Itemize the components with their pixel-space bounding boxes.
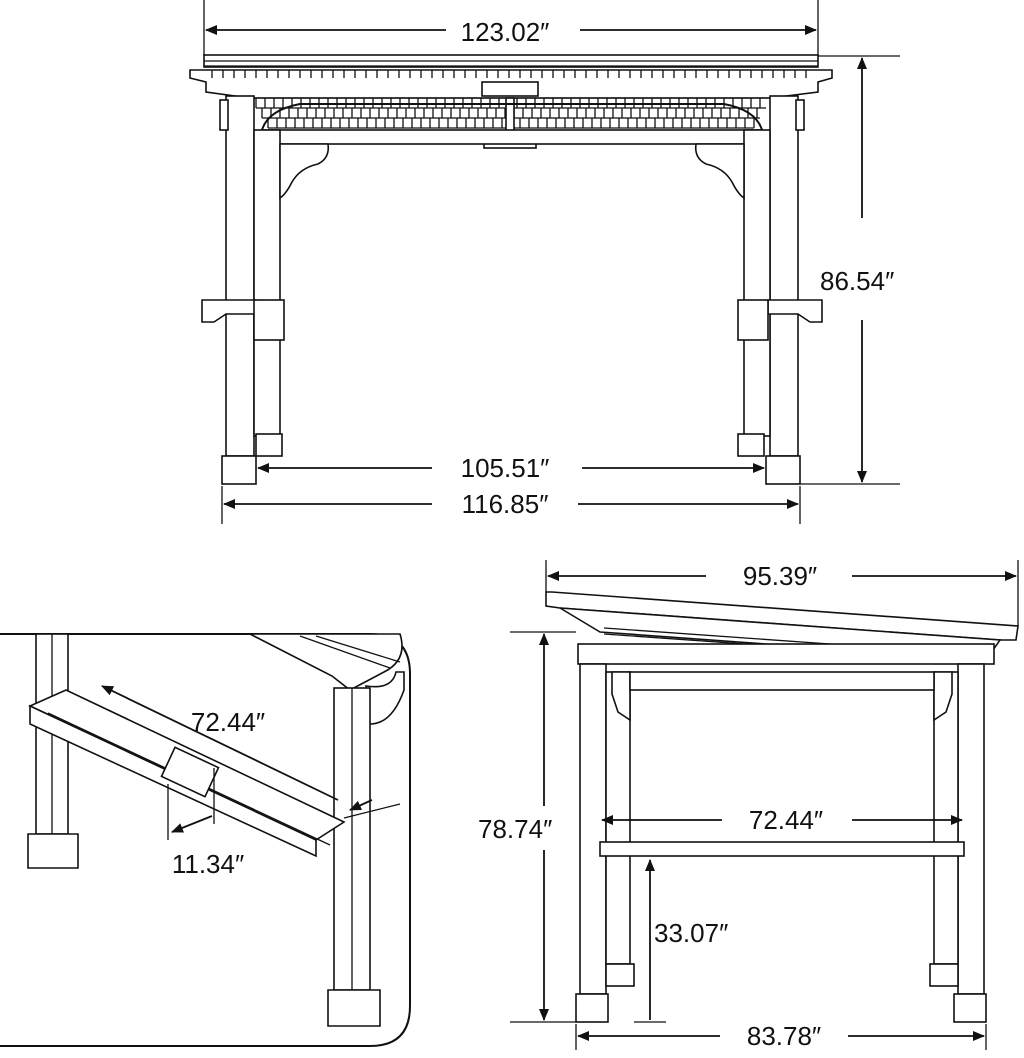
side-shelf-length-label: 72.44″ <box>749 805 823 835</box>
side-base-depth-label: 83.78″ <box>747 1021 821 1051</box>
front-right-post <box>694 95 823 485</box>
front-outer-width-label: 116.85″ <box>462 489 549 519</box>
detail-left-post <box>27 633 79 869</box>
front-top-width-label: 123.02″ <box>461 17 550 47</box>
side-view: 95.39″ 78.74″ 72.44″ 33.07″ 83.78″ <box>478 560 1019 1051</box>
side-height-label: 78.74″ <box>478 814 552 844</box>
detail-shelf-length-label: 72.44″ <box>191 707 265 737</box>
side-roof <box>545 591 1019 665</box>
side-dimension-lines <box>510 560 1019 1050</box>
front-height-label: 86.54″ <box>820 266 894 296</box>
detail-right-post <box>327 687 381 1027</box>
side-right-posts <box>929 663 987 1023</box>
detail-shelf <box>28 689 346 858</box>
detail-roof-corner <box>249 633 405 725</box>
side-shelf <box>599 841 965 857</box>
front-roof <box>189 54 833 149</box>
front-view: 123.02″ 86.54″ 105.51″ 116.85″ <box>189 0 900 524</box>
detail-shelf-depth-label: 11.34″ <box>172 849 244 879</box>
front-inner-width-label: 105.51″ <box>461 453 550 483</box>
front-dimension-lines <box>203 0 900 524</box>
detail-view: 72.44″ 11.34″ <box>0 633 411 1047</box>
front-left-post <box>201 95 330 485</box>
side-shelf-height-label: 33.07″ <box>654 918 728 948</box>
side-top-depth-label: 95.39″ <box>743 561 817 591</box>
